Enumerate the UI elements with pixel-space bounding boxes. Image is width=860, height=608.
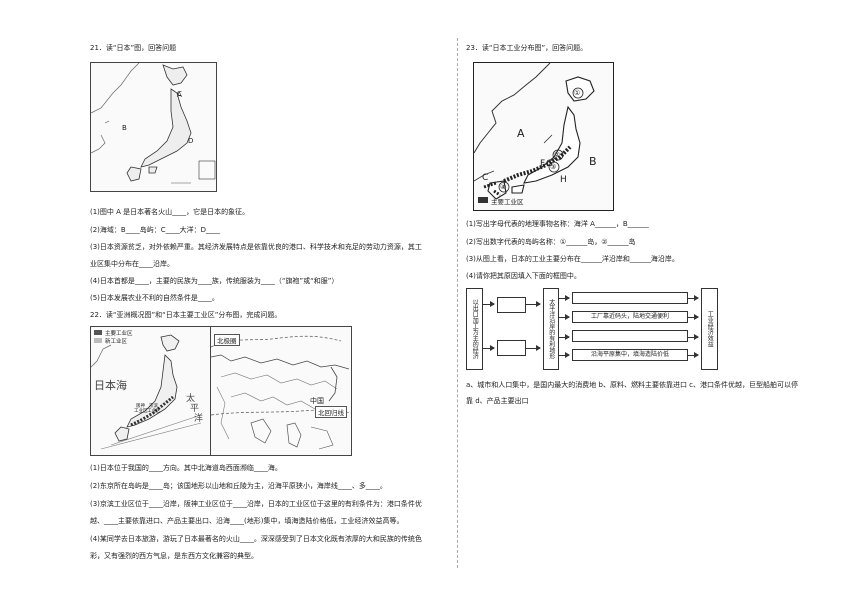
flow-arrow-4 [526,345,541,351]
flow-arrow-r4 [559,352,570,358]
q22-item-1: (1)日本位于我国的____方向。其中北海道岛西面濒临____海。 [90,464,282,472]
flow-row-2: 工厂靠近码头，陆地交通便利 [572,311,688,323]
q21-item-2: (2)海域：B____岛屿：C____大洋：D____ [90,226,220,234]
q23-label-a: A [517,127,525,140]
q23-label-b: B [589,155,597,168]
q22-asia-map: 北极圈 中国 北回归线 [210,326,352,456]
q23-item-4: (4)请你把其原因填入下面的框图中。 [466,272,581,280]
q22-label-japan-sea: 日本海 [94,379,127,392]
q22-title: 22．读“亚洲概况图”和“日本主要工业区”分布图，完成问题。 [90,311,282,319]
q21-label-d: D [188,137,194,145]
flow-arrow-o4 [688,352,699,358]
q22-japan-industry-map: 主要工业区 新工业区 日本海 太 平 洋 阪神 工业区 京滨 工业区 [90,326,212,456]
flow-arrow-o3 [688,334,699,340]
q23-label-1: ① [574,89,581,97]
q23-options-2: 靠 d、产品主要出口 [466,397,529,405]
flow-arrow-3 [526,301,541,307]
q22-item-4a: (4)某同学去日本旅游，游玩了日本最著名的火山____。深深感受到了日本文化既有… [90,535,422,543]
q23-flow-chart: 以出口加工为主的经济 太平洋沿岸的有利地形 工厂靠近码头，陆地交通便利 沿海平原… [466,288,726,372]
q23-label-4: ④ [500,183,507,191]
flow-blank-box-1[interactable] [497,297,526,313]
flow-arrow-r1 [559,295,570,301]
q21-title: 21．读“日本”图，回答问题 [90,44,177,52]
q23-legend-text: 主要工业区 [491,198,524,206]
q23-label-h: H [560,175,567,185]
q23-item-1: (1)写出字母代表的地理事物名称：海洋 A______，B______ [466,220,649,228]
flow-blank-row-1[interactable] [572,292,688,304]
q23-item-3: (3)从图上看，日本的工业主要分布在______洋沿岸和______海沿岸。 [466,255,679,263]
q23-map-drawing [474,63,595,203]
q23-label-f: F [540,159,546,169]
q23-options-1: a、城市和人口集中，是国内最大的消费地 b、原料、燃料主要依靠进口 c、港口条件… [466,381,799,389]
q22-label-arctic-circle: 北极圈 [214,334,240,346]
q21-item-5: (5)日本发展农业不利的自然条件是____。 [90,294,219,302]
flow-left-box: 以出口加工为主的经济 [466,288,483,370]
q23-label-2: ② [554,151,561,159]
q22-item-4b: 彩，又有强烈的西方气息，是东西方文化兼容的典型。 [90,552,258,560]
q22-item-3b: 越、____主要依靠进口、产品主要出口、沿海____(地形)集中，填海造陆价格低… [90,517,404,525]
q23-label-c: C [482,173,489,183]
q21-item-3a: (3)日本资源贫乏，对外依赖严重。其经济发展特点是依靠优良的港口、科学技术和充足… [90,243,422,251]
q22-label-pacific-1: 太 [186,394,196,404]
q21-japan-map: A B C D [90,62,217,192]
q22-label-china: 中国 [310,397,324,405]
q22-label-hanshin-sub: 工业区 [134,409,148,414]
q22-label-pacific-2: 平 [190,404,200,414]
q23-item-2: (2)写出数字代表的岛屿名称：①______岛，②______岛 [466,238,636,246]
flow-arrow-o2 [688,314,699,320]
q23-japan-industry-map: A B C F G H ① ② ③ ④ 主要工业区 [473,62,614,211]
q22-label-hanshin: 阪神 [136,404,145,409]
flow-arrow-2 [483,345,495,351]
q21-item-3b: 业区集中分布在____沿岸。 [90,260,174,268]
flow-arrow-r3 [559,334,570,340]
q23-label-g: G [546,159,553,169]
q23-label-3: ③ [550,163,557,171]
q21-label-a: A [177,91,182,99]
flow-row-4: 沿海平原集中，填海造陆价低 [572,349,688,361]
q21-map-drawing [91,63,216,184]
q22-item-3a: (3)京滨工业区位于____沿岸，阪神工业区位于____沿岸，日本的工业区位于这… [90,500,422,508]
column-divider [457,38,458,568]
q22-item-2: (2)东京所在岛屿是____岛；该国地形以山地和丘陵为主，沿海平原狭小，海岸线_… [90,482,387,490]
q22-label-tropic: 北回归线 [315,406,347,418]
flow-arrow-o1 [688,295,699,301]
flow-right-box: 工业经济效益 [701,288,718,370]
q21-label-c: C [177,90,182,98]
q21-label-b: B [122,124,127,132]
flow-blank-row-3[interactable] [572,330,688,342]
q22-label-pacific-3: 洋 [194,414,204,424]
q22-left-map-drawing [91,330,202,450]
q23-title: 23．读“日本工业分布图”，回答问题。 [466,44,588,52]
q22-legend-new: 新工业区 [105,339,128,345]
q22-right-map-drawing [211,335,351,450]
flow-blank-box-2[interactable] [497,340,526,356]
q21-item-1: (1)图中 A 是日本著名火山____，它是日本的象征。 [90,208,250,216]
q22-legend-main: 主要工业区 [105,331,133,337]
q22-label-keihin: 京滨 [149,404,158,409]
flow-arrow-1 [483,301,495,307]
flow-mid-box: 太平洋沿岸的有利地形 [543,288,559,370]
q22-label-keihin-sub: 工业区 [147,409,161,414]
q21-item-4: (4)日本首都是____，主要的民族为____族，传统服装为____（“旗袍”或… [90,277,339,285]
flow-arrow-r2 [559,314,570,320]
